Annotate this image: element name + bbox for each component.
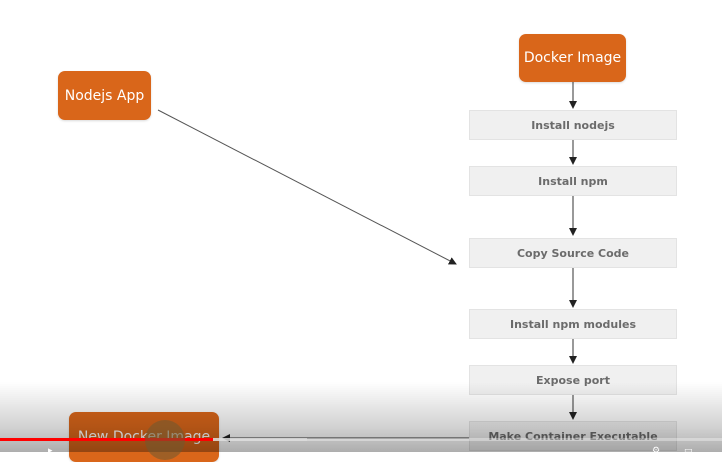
step-label: Make Container Executable bbox=[488, 429, 658, 443]
step-label: Install npm modules bbox=[509, 317, 637, 331]
fullscreen-icon[interactable]: ▭ bbox=[684, 446, 693, 456]
step-label: Install nodejs bbox=[531, 118, 615, 132]
settings-icon[interactable]: ⚙ bbox=[652, 446, 661, 456]
docker-image-label: Docker Image bbox=[523, 50, 622, 66]
step-label: Install npm bbox=[538, 174, 608, 188]
nodejs-app-label: Nodejs App bbox=[64, 87, 145, 104]
docker-image-box: Docker Image bbox=[519, 34, 626, 82]
progress-played bbox=[0, 438, 213, 441]
step-install-nodejs: Install nodejs bbox=[469, 110, 677, 140]
new-docker-image-box: New Docker Image bbox=[69, 412, 219, 462]
video-progress-bar[interactable] bbox=[0, 438, 722, 441]
play-icon[interactable]: ▸ bbox=[48, 446, 53, 456]
step-label: Expose port bbox=[536, 373, 610, 387]
step-install-npm-modules: Install npm modules bbox=[469, 309, 677, 339]
step-copy-source-code: Copy Source Code bbox=[469, 238, 677, 268]
nodejs-app-box: Nodejs App bbox=[58, 71, 151, 120]
step-make-container-executable: Make Container Executable bbox=[469, 421, 677, 451]
new-docker-image-label: New Docker Image bbox=[77, 429, 211, 445]
arrow-nodejs-to-copy bbox=[157, 109, 457, 265]
step-label: Copy Source Code bbox=[516, 246, 629, 260]
progress-scrubber-handle[interactable] bbox=[145, 420, 185, 460]
step-install-npm: Install npm bbox=[469, 166, 677, 196]
step-expose-port: Expose port bbox=[469, 365, 677, 395]
